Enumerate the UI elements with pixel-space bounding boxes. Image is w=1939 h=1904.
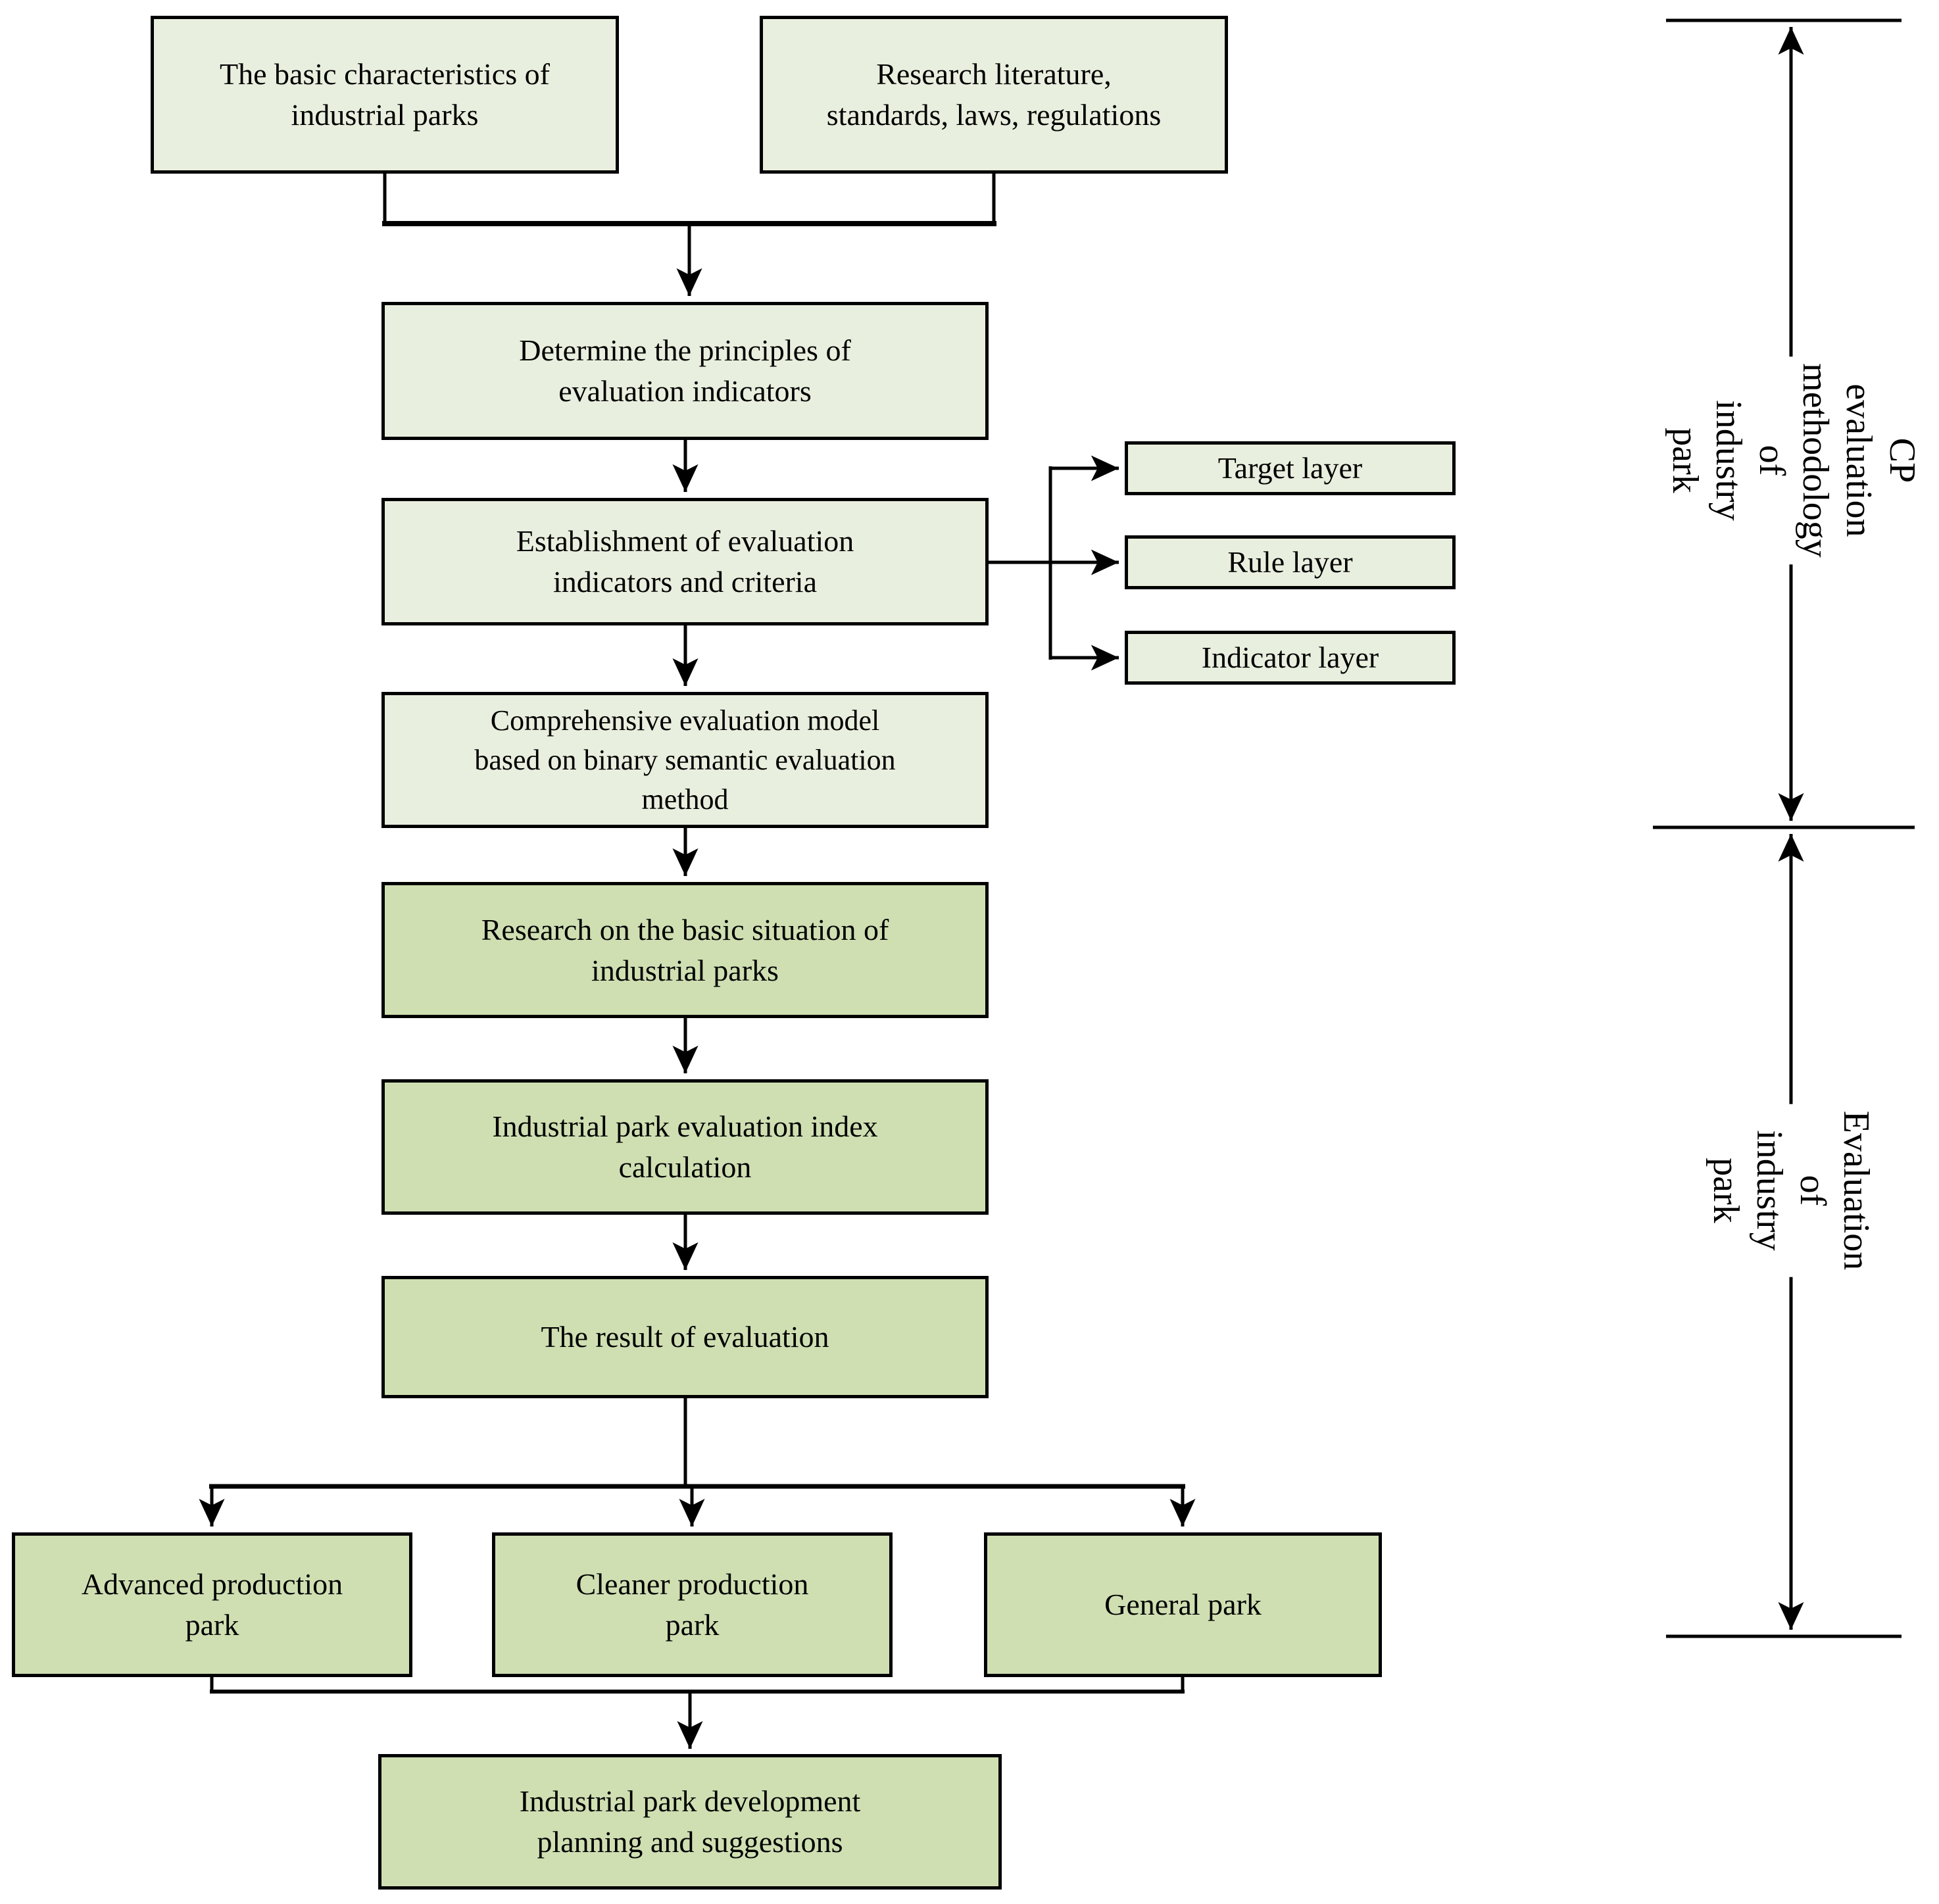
box-research-literature: Research literature, standards, laws, re… [760,16,1228,174]
box-label: Industrial park development planning and… [519,1784,861,1859]
box-label: Target layer [1217,451,1363,485]
side-label-evaluation: Evaluation of industry park [1702,1104,1880,1277]
result-distribution-connector [199,1398,1196,1526]
box-basic-characteristics: The basic characteristics of industrial … [151,16,619,174]
scope-brackets [1653,18,1915,1638]
box-index-calculation: Industrial park evaluation index calcula… [381,1079,989,1215]
box-label: Industrial park evaluation index calcula… [492,1110,878,1184]
box-result-of-evaluation: The result of evaluation [381,1276,989,1398]
box-label: Determine the principles of evaluation i… [519,333,851,408]
box-label: Establishment of evaluation indicators a… [516,524,854,598]
box-label: The basic characteristics of industrial … [220,57,550,132]
side-label-methodology: CP evaluation methodology of industry pa… [1661,356,1927,564]
box-label: General park [1104,1588,1262,1621]
box-label: Comprehensive evaluation model based on … [474,704,896,816]
park-merge-connector [210,1677,1185,1749]
box-label: Research literature, standards, laws, re… [826,57,1162,132]
layer-branch-connector [989,455,1119,671]
box-establishment-indicators: Establishment of evaluation indicators a… [381,498,989,625]
box-rule-layer: Rule layer [1125,535,1456,589]
box-determine-principles: Determine the principles of evaluation i… [381,302,989,440]
box-general-park: General park [984,1532,1382,1677]
box-development-planning: Industrial park development planning and… [378,1754,1002,1890]
top-merge-connector [382,174,996,296]
box-indicator-layer: Indicator layer [1125,631,1456,685]
box-label: Advanced production park [81,1567,343,1642]
box-label: Research on the basic situation of indus… [481,912,889,987]
box-label: Indicator layer [1201,641,1379,674]
box-label: The result of evaluation [541,1320,829,1354]
box-label: Cleaner production park [576,1567,809,1642]
box-comprehensive-model: Comprehensive evaluation model based on … [381,692,989,828]
box-cleaner-park: Cleaner production park [492,1532,893,1677]
box-label: Rule layer [1227,545,1353,579]
box-target-layer: Target layer [1125,441,1456,495]
box-advanced-park: Advanced production park [12,1532,412,1677]
box-research-basic-situation: Research on the basic situation of indus… [381,882,989,1018]
